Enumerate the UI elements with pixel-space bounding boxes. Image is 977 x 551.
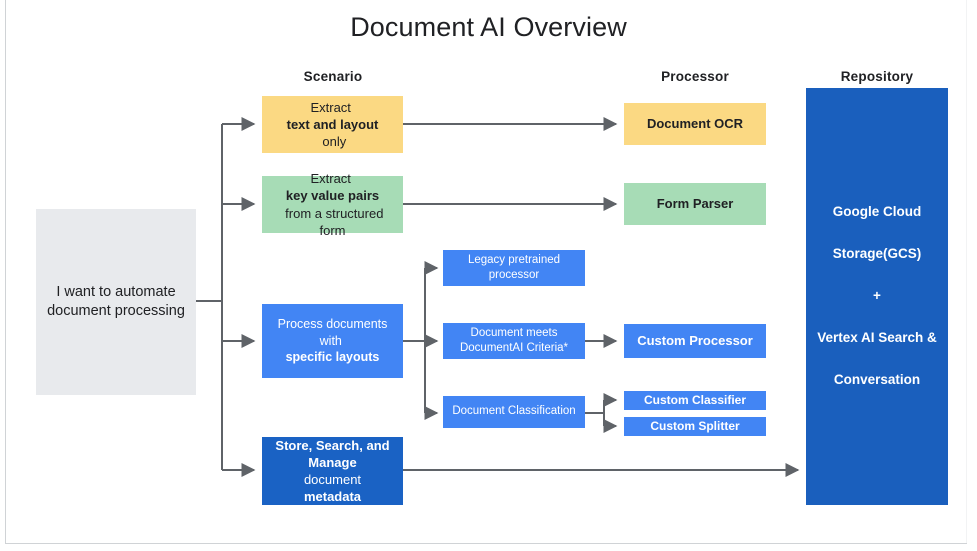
- page-border-left: [5, 0, 6, 543]
- processor-document-ocr-label: Document OCR: [646, 116, 744, 132]
- processor-custom-classifier[interactable]: Custom Classifier: [624, 391, 766, 410]
- page-title: Document AI Overview: [350, 12, 627, 42]
- node-document-meets-criteria-label: Document meets DocumentAI Criteria*: [459, 326, 568, 354]
- scenario-extract-key-value-label: Extract key value pairs from a structure…: [281, 171, 384, 238]
- page-border-bottom: [5, 543, 967, 544]
- repository-line-3: +: [873, 288, 881, 304]
- repository-line-1: Google Cloud: [832, 204, 922, 220]
- scenario-extract-text-layout-label: Extract text and layout only: [286, 99, 379, 150]
- repository-line-4: Vertex AI Search &: [817, 329, 937, 345]
- processor-custom-processor-label: Custom Processor: [637, 333, 753, 349]
- scenario-extract-key-value[interactable]: Extract key value pairs from a structure…: [262, 171, 403, 238]
- repository-node-label: Google Cloud Storage(GCS) + Vertex AI Se…: [817, 202, 937, 390]
- processor-custom-splitter-label: Custom Splitter: [650, 418, 740, 433]
- processor-form-parser-label: Form Parser: [656, 196, 734, 212]
- start-node-label: I want to automate document processing: [47, 283, 185, 319]
- node-document-classification[interactable]: Document Classification: [443, 396, 585, 428]
- processor-document-ocr[interactable]: Document OCR: [624, 103, 766, 145]
- scenario-store-search-manage[interactable]: Store, Search, and Manage document metad…: [262, 437, 403, 505]
- repository-line-2: Storage(GCS): [832, 246, 922, 262]
- column-header-repository: Repository: [840, 69, 914, 84]
- node-legacy-pretrained-label: Legacy pretrained processor: [467, 253, 561, 281]
- node-document-meets-criteria[interactable]: Document meets DocumentAI Criteria*: [443, 323, 585, 359]
- column-header-scenario: Scenario: [303, 69, 363, 84]
- repository-node[interactable]: Google Cloud Storage(GCS) + Vertex AI Se…: [806, 88, 948, 505]
- processor-custom-processor[interactable]: Custom Processor: [624, 324, 766, 358]
- node-legacy-pretrained[interactable]: Legacy pretrained processor: [443, 250, 585, 286]
- node-document-classification-label: Document Classification: [452, 405, 576, 418]
- repository-line-5: Conversation: [833, 371, 921, 387]
- scenario-process-specific-layouts[interactable]: Process documents with specific layouts: [262, 304, 403, 378]
- processor-custom-splitter[interactable]: Custom Splitter: [624, 417, 766, 436]
- scenario-extract-text-layout[interactable]: Extract text and layout only: [262, 96, 403, 153]
- processor-custom-classifier-label: Custom Classifier: [643, 392, 747, 407]
- column-header-processor: Processor: [661, 69, 729, 84]
- scenario-store-search-manage-label: Store, Search, and Manage document metad…: [275, 437, 390, 505]
- processor-form-parser[interactable]: Form Parser: [624, 183, 766, 225]
- start-node: I want to automate document processing: [36, 209, 196, 395]
- scenario-process-specific-layouts-label: Process documents with specific layouts: [277, 317, 388, 365]
- page-border-right: [966, 0, 967, 543]
